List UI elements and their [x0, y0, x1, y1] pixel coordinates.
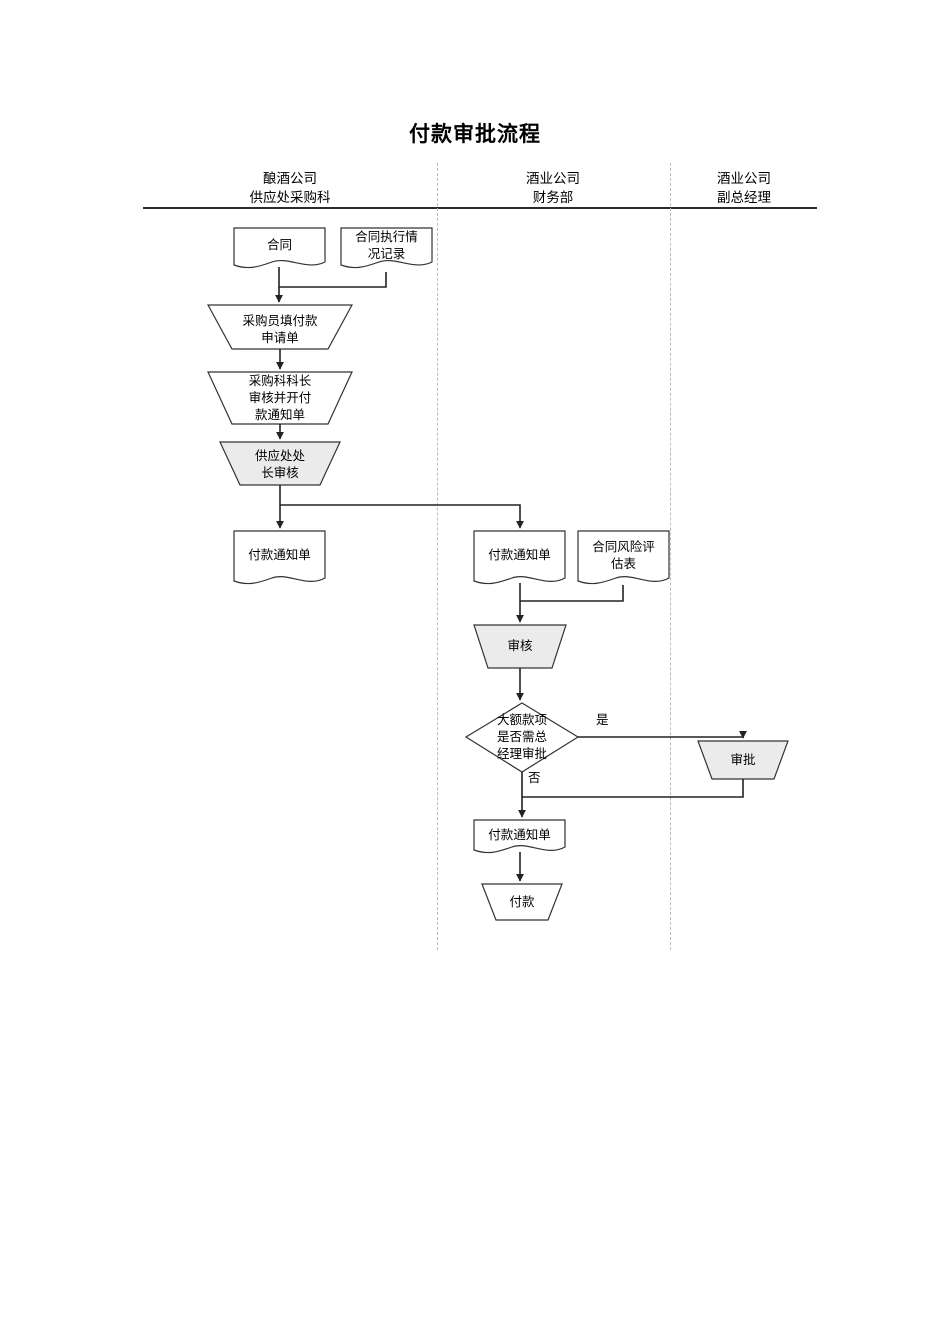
- edge-split-n7: [280, 504, 524, 529]
- edge-n8-merge: [520, 585, 624, 602]
- node-shape-n9: [473, 624, 567, 669]
- node-shape-n5: [219, 441, 341, 486]
- edge-n1-n3: [278, 267, 387, 288]
- edge-label-no: 否: [528, 770, 541, 785]
- lane-header-2: 酒业公司 财务部: [526, 171, 580, 206]
- node-shape-n4: [207, 371, 353, 425]
- node-shape-n13: [481, 883, 563, 921]
- node-shape-n2: [340, 227, 433, 269]
- node-shape-n6: [233, 530, 326, 585]
- lane-header-1: 酿酒公司 供应处采购科: [249, 171, 331, 206]
- edge-n10-n11: [578, 730, 747, 739]
- page-title: 付款审批流程: [409, 122, 541, 146]
- node-shape-n3: [206, 304, 354, 350]
- lane-header-3: 酒业公司 副总经理: [717, 171, 771, 206]
- node-shape-n10: [464, 702, 580, 773]
- header-rule: [143, 207, 817, 209]
- lane-divider-2: [670, 163, 671, 950]
- edge-label-yes: 是: [596, 712, 609, 727]
- node-shape-n12: [473, 819, 566, 854]
- node-shape-n1: [233, 227, 326, 269]
- node-shape-n8: [577, 530, 670, 585]
- lane-divider-1: [437, 163, 438, 950]
- node-shape-n11: [697, 740, 789, 780]
- node-shape-n7: [473, 530, 566, 585]
- edge-n11-return: [522, 779, 744, 798]
